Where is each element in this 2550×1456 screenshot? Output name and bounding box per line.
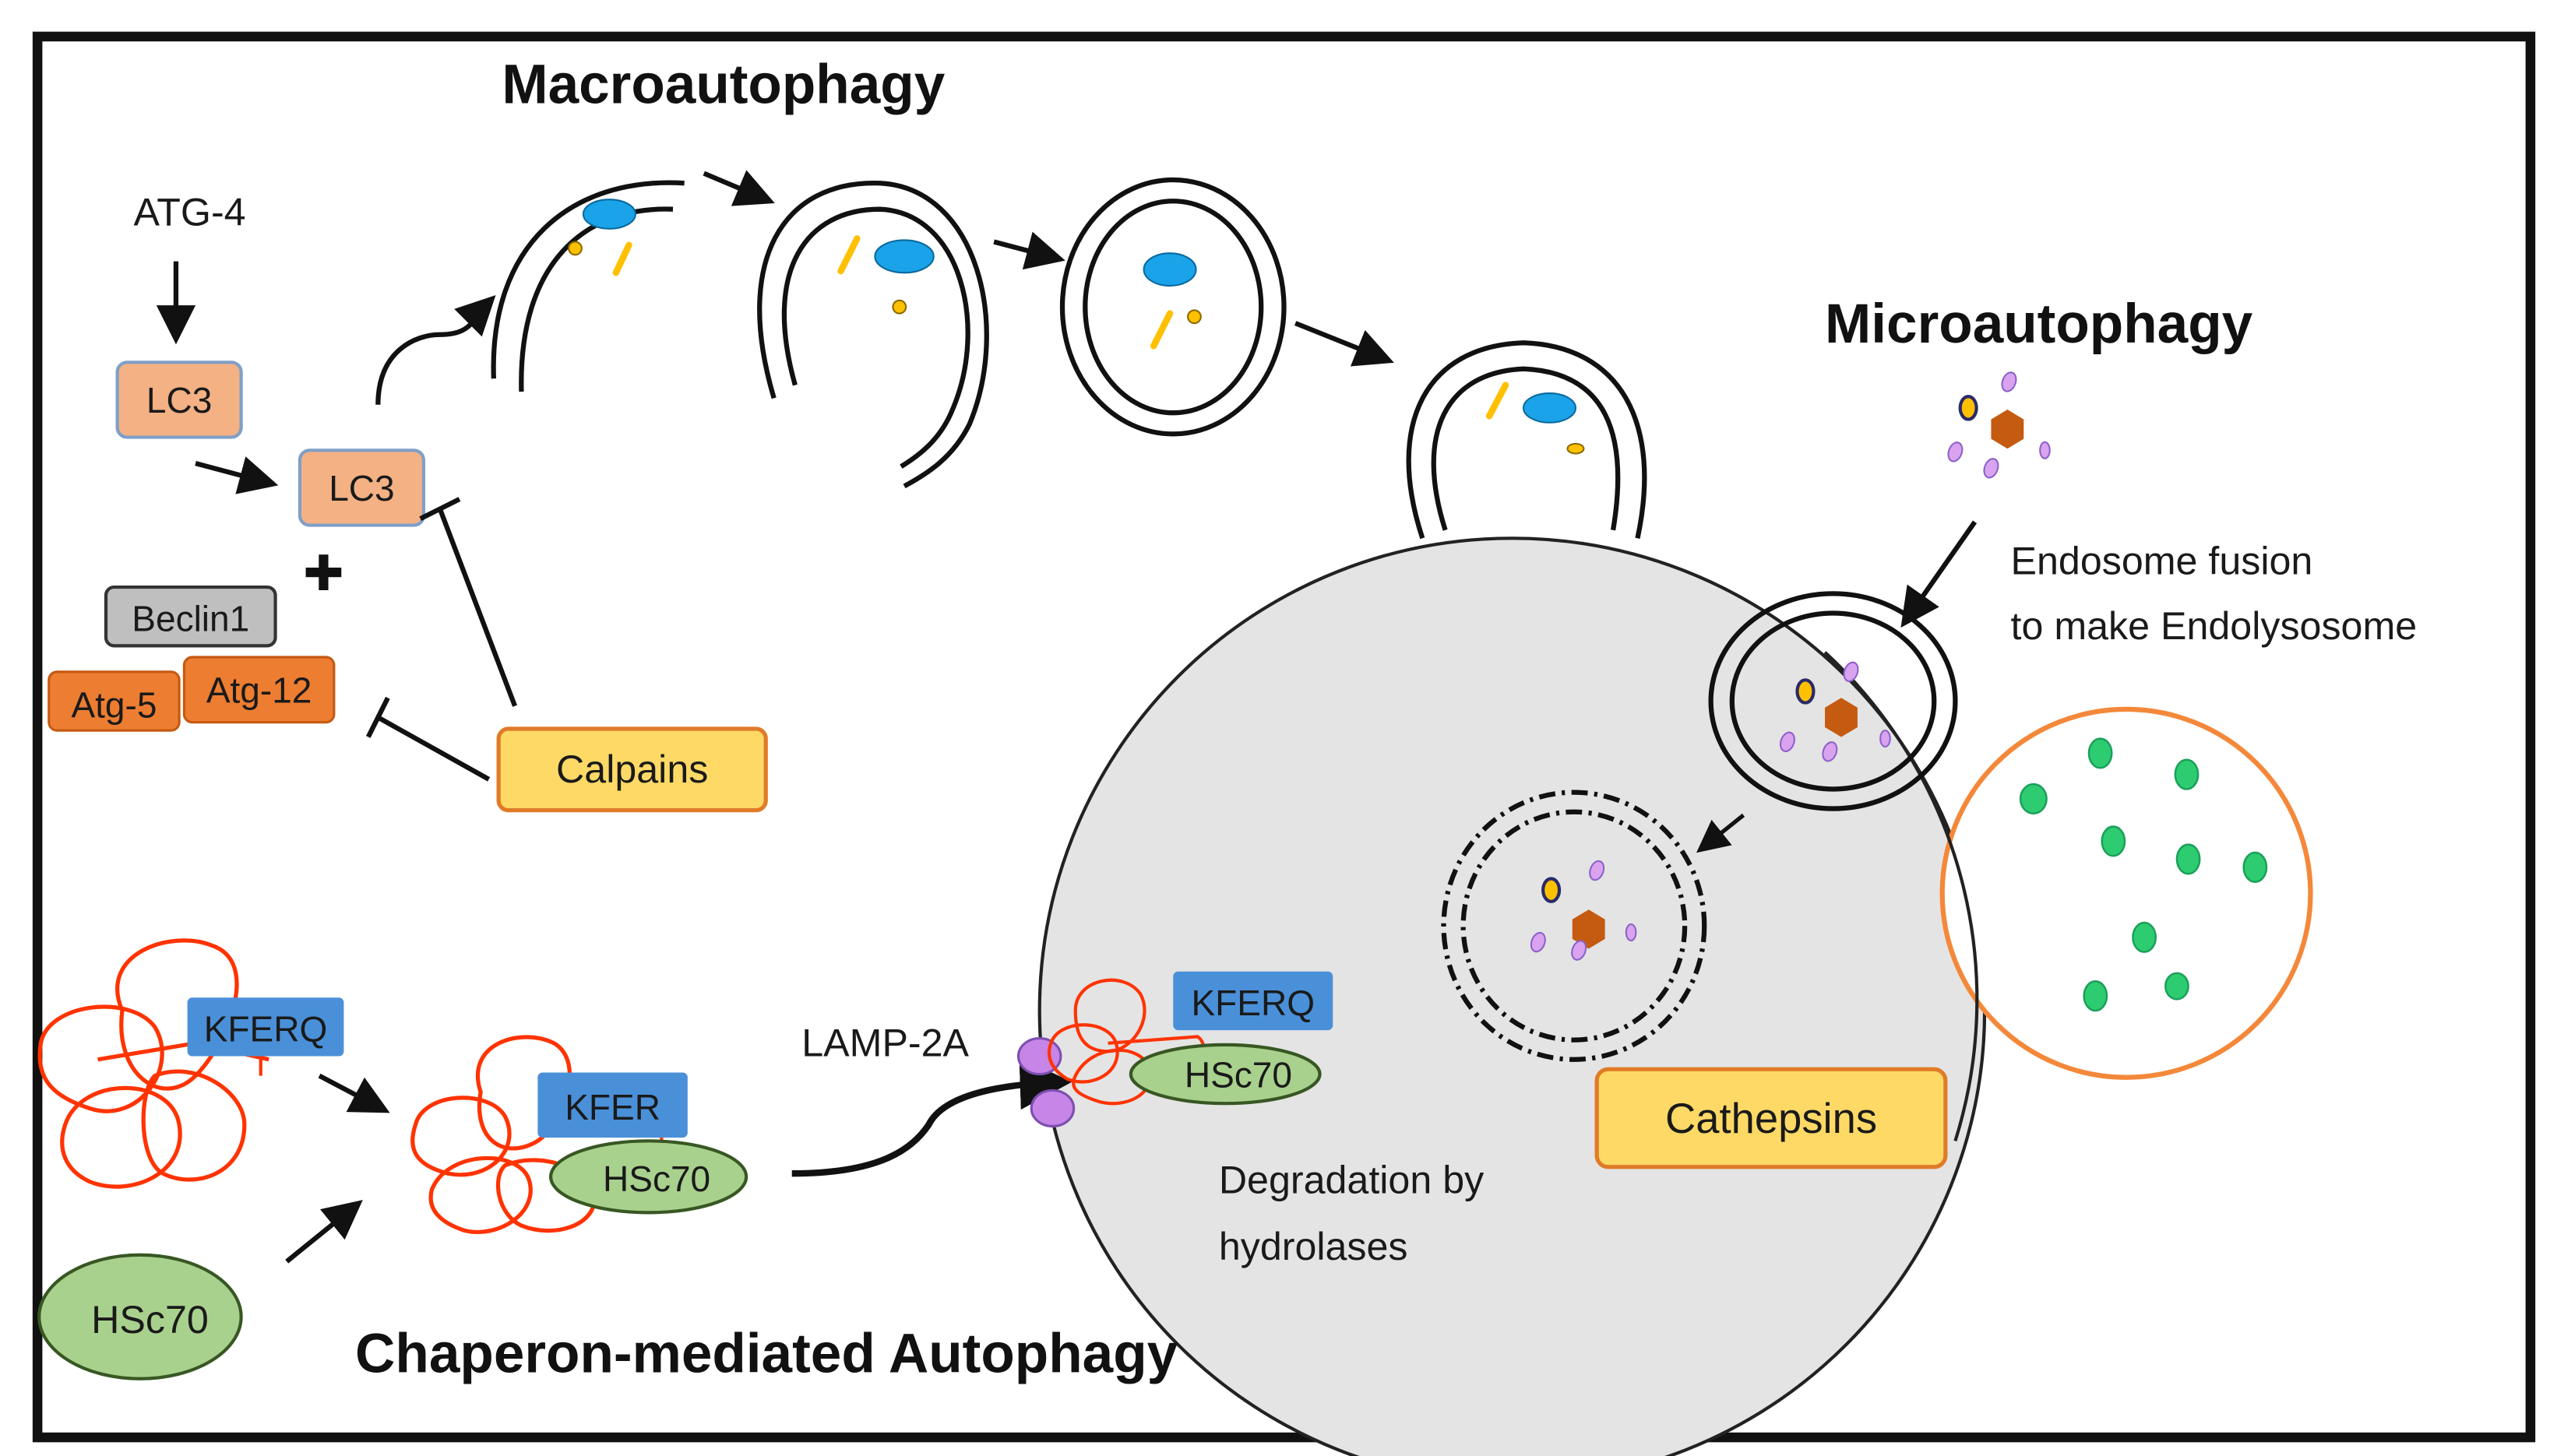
svg-text:KFERQ: KFERQ	[204, 1009, 328, 1050]
micro-cargo-free	[1947, 371, 2051, 479]
calpain-inhibit-lc3	[419, 497, 518, 707]
phagophore-cargo	[568, 199, 636, 276]
svg-text:KFER: KFER	[565, 1087, 660, 1127]
atg5-box: Atg-5	[48, 670, 181, 732]
hsc70-bound: HSc70	[549, 1139, 748, 1215]
svg-text:KFERQ: KFERQ	[1191, 983, 1315, 1023]
svg-text:Cathepsins: Cathepsins	[1665, 1095, 1877, 1142]
svg-text:Beclin1: Beclin1	[132, 599, 249, 639]
beclin1-box: Beclin1	[104, 585, 277, 648]
svg-text:Calpains: Calpains	[556, 747, 708, 791]
lc3-box-first: LC3	[115, 360, 243, 439]
green-dot-cluster	[2019, 737, 2268, 1012]
macro-arrow-2	[993, 231, 1065, 270]
degrading-vesicle-cargo	[1530, 860, 1637, 961]
calpains-box: Calpains	[496, 726, 768, 813]
lc3-conversion-arrow	[195, 456, 279, 494]
hsc70-free: HSc70	[37, 1253, 243, 1380]
svg-text:Atg-5: Atg-5	[71, 684, 157, 725]
translocation-arrow	[791, 1057, 1072, 1177]
kfer-tag-bound: KFER	[537, 1072, 688, 1158]
forming-autophagosome	[757, 181, 989, 489]
endolysosome-arrow	[1696, 813, 1745, 853]
forming-autophagosome-cargo	[837, 235, 935, 315]
lamp2a-label: LAMP-2A	[801, 1022, 969, 1065]
degrading-vesicle	[1441, 790, 1707, 1062]
plus-icon: ✚	[303, 545, 344, 602]
endolysosome-cargo	[1779, 661, 1891, 762]
cma-title: Chaperon-mediated Autophagy	[355, 1323, 1178, 1384]
cma-arrow-2	[285, 1200, 363, 1264]
degradation-line2: hydrolases	[1219, 1225, 1408, 1268]
macroautophagy-title: Macroautophagy	[502, 55, 945, 116]
svg-text:Atg-12: Atg-12	[206, 670, 312, 711]
kferq-tag-lysosome: KFERQ	[1173, 971, 1333, 1031]
svg-text:HSc70: HSc70	[1185, 1054, 1292, 1095]
svg-text:HSc70: HSc70	[91, 1298, 209, 1342]
kferq-tag-free: KFERQ	[187, 997, 344, 1076]
endosome	[1939, 706, 2313, 1080]
autophagosome-fusing	[1406, 340, 1647, 540]
lc3-to-phagophore-arrow	[375, 295, 496, 405]
micro-arrow-in	[1900, 520, 1978, 628]
macro-arrow-3	[1294, 321, 1394, 367]
svg-text:LC3: LC3	[146, 380, 212, 420]
autophagosome	[1059, 177, 1287, 437]
cma-arrow-1	[318, 1073, 390, 1113]
endosome-fusion-line1: Endosome fusion	[2011, 539, 2313, 582]
endolysosome	[1708, 591, 1958, 811]
calpain-inhibit-atg12	[365, 696, 491, 782]
microautophagy-title: Microautophagy	[1825, 294, 2253, 355]
svg-text:LC3: LC3	[329, 468, 394, 508]
phagophore	[491, 180, 685, 392]
atg4-label: ATG-4	[134, 191, 246, 234]
lamp2a-receptor	[1016, 1036, 1076, 1128]
autophagosome-cargo	[1143, 252, 1202, 350]
cathepsins-box: Cathepsins	[1594, 1067, 1948, 1169]
atg12-box: Atg-12	[182, 656, 336, 724]
autophagosome-fusing-cargo	[1485, 382, 1585, 455]
endosome-fusion-line2: to make Endolysosome	[2011, 604, 2418, 648]
hsc70-lysosome: HSc70	[1129, 1043, 1322, 1106]
svg-text:HSc70: HSc70	[603, 1159, 710, 1199]
degradation-line1: Degradation by	[1219, 1158, 1484, 1201]
macro-arrow-1	[703, 170, 775, 206]
lc3-box-second: LC3	[298, 448, 426, 527]
